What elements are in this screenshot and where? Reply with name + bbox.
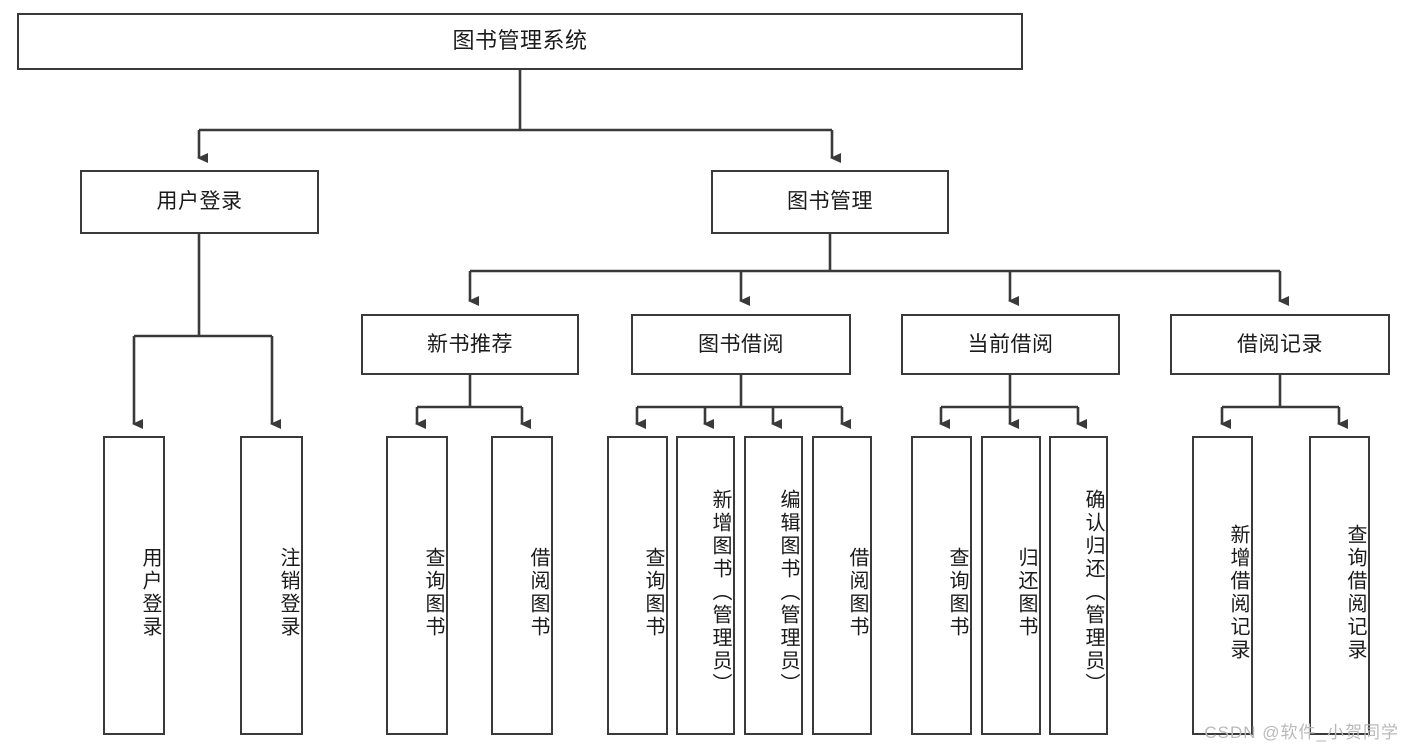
node-label: 查询图书	[642, 546, 664, 639]
node-label: 确认归还（管理员）	[1082, 489, 1104, 696]
node-label: 图书管理	[787, 190, 873, 214]
node-label: 新增图书（管理员）	[709, 489, 731, 696]
node-leaf-query-borrow-record[interactable]: 查询借阅记录	[1309, 436, 1370, 735]
node-leaf-borrow-book-recommend[interactable]: 借阅图书	[491, 436, 553, 735]
node-leaf-query-book-current[interactable]: 查询图书	[911, 436, 972, 735]
node-leaf-confirm-return-admin[interactable]: 确认归还（管理员）	[1049, 436, 1108, 735]
node-leaf-logout[interactable]: 注销登录	[240, 436, 303, 735]
node-leaf-add-borrow-record[interactable]: 新增借阅记录	[1192, 436, 1253, 735]
node-borrow-record[interactable]: 借阅记录	[1170, 314, 1390, 375]
node-label: 当前借阅	[967, 332, 1054, 356]
node-label: 用户登录	[139, 546, 161, 639]
node-leaf-query-book-recommend[interactable]: 查询图书	[386, 436, 448, 735]
watermark: CSDN @软件_小贺同学	[1204, 723, 1399, 742]
node-label: 新增借阅记录	[1227, 523, 1249, 662]
node-leaf-add-book-admin[interactable]: 新增图书（管理员）	[676, 436, 735, 735]
node-label: 查询图书	[946, 546, 968, 639]
node-label: 新书推荐	[427, 332, 513, 356]
node-leaf-return-book[interactable]: 归还图书	[981, 436, 1041, 735]
node-leaf-edit-book-admin[interactable]: 编辑图书（管理员）	[744, 436, 803, 735]
node-label: 归还图书	[1015, 546, 1037, 639]
node-label: 查询借阅记录	[1344, 523, 1366, 662]
node-label: 借阅记录	[1237, 332, 1323, 356]
node-label: 图书借阅	[698, 332, 784, 356]
node-new-book-recommend[interactable]: 新书推荐	[361, 314, 579, 375]
node-current-borrow[interactable]: 当前借阅	[901, 314, 1120, 375]
node-label: 编辑图书（管理员）	[777, 489, 799, 696]
node-label: 用户登录	[156, 190, 243, 214]
node-book-borrow[interactable]: 图书借阅	[631, 314, 851, 375]
node-leaf-query-book-borrow[interactable]: 查询图书	[607, 436, 668, 735]
node-label: 注销登录	[277, 546, 299, 639]
node-label: 查询图书	[422, 546, 444, 639]
node-label: 借阅图书	[527, 546, 549, 639]
node-leaf-user-login[interactable]: 用户登录	[103, 436, 165, 735]
node-book-management[interactable]: 图书管理	[711, 170, 949, 234]
node-leaf-borrow-book[interactable]: 借阅图书	[812, 436, 872, 735]
node-label: 图书管理系统	[452, 28, 588, 54]
node-label: 借阅图书	[846, 546, 868, 639]
node-root-book-management-system[interactable]: 图书管理系统	[17, 13, 1023, 70]
node-user-login[interactable]: 用户登录	[80, 170, 319, 234]
